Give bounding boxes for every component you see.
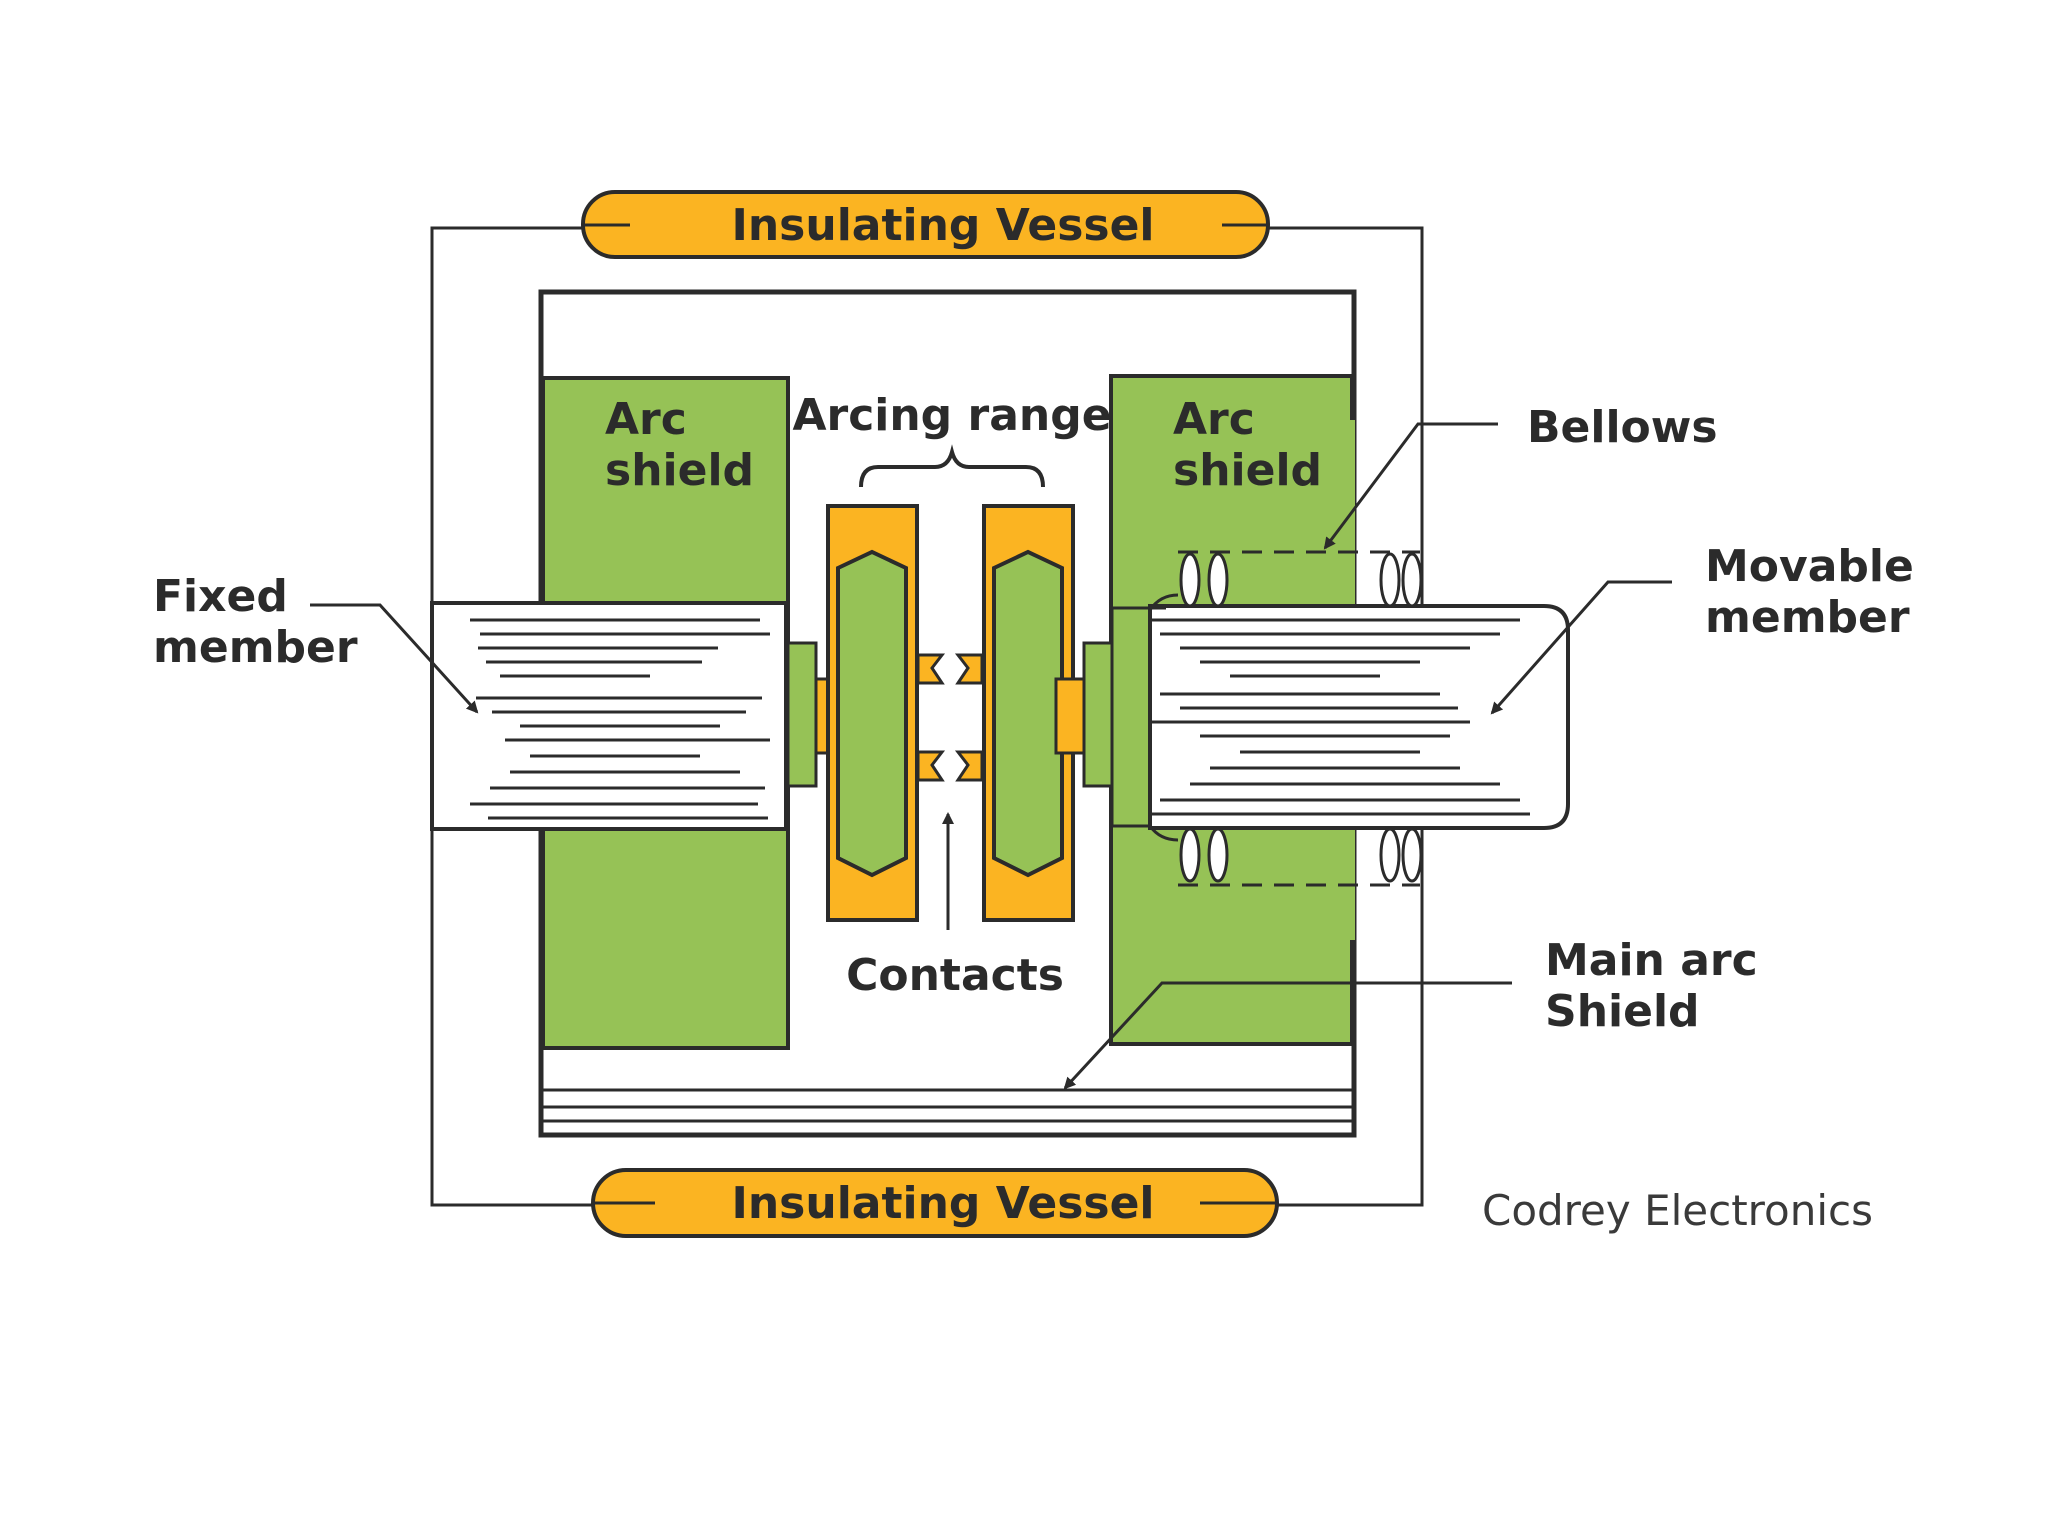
movable-contact-stub xyxy=(1054,677,1086,755)
fixed-member-rod xyxy=(430,601,788,831)
vessel-top-label: Insulating Vessel xyxy=(731,200,1154,251)
arc-shield-right-label-line2: shield xyxy=(1173,445,1322,496)
movable-member-label-line1: Movable xyxy=(1705,541,1914,592)
main-arc-shield-label-line1: Main arc xyxy=(1545,935,1758,986)
arcing-range-label: Arcing range xyxy=(792,390,1111,441)
arc-shield-left-label-line2: shield xyxy=(605,445,754,496)
main-arc-shield-arrow xyxy=(1063,981,1512,1090)
contacts-label: Contacts xyxy=(846,950,1064,1001)
arcing-range-brace xyxy=(859,444,1045,488)
main-arc-shield-label-line2: Shield xyxy=(1545,986,1700,1037)
fixed-member-label-line2: member xyxy=(153,622,358,673)
fixed-member-arrow xyxy=(310,603,479,714)
movable-member-arrow xyxy=(1490,580,1672,715)
contact-tips xyxy=(916,653,984,782)
fixed-contact-body xyxy=(826,504,919,922)
credit-text: Codrey Electronics xyxy=(1482,1186,1873,1235)
movable-member-rod xyxy=(1148,604,1570,830)
vessel-bottom-label: Insulating Vessel xyxy=(731,1178,1154,1229)
insulating-vessel-top xyxy=(581,190,1270,259)
bellows-coils xyxy=(1179,552,1423,883)
fixed-connector xyxy=(786,641,818,788)
arc-shield-left-label-line1: Arc xyxy=(605,394,687,445)
bellows-arrow xyxy=(1323,422,1498,550)
movable-member-hatching xyxy=(1150,618,1530,816)
fixed-member-label-line1: Fixed xyxy=(153,571,288,622)
fixed-member-hatching xyxy=(470,618,770,820)
movable-connector xyxy=(1082,641,1114,788)
movable-member-label-line2: member xyxy=(1705,592,1910,643)
insulating-vessel-bottom xyxy=(591,1168,1279,1238)
movable-flange xyxy=(1110,606,1152,828)
bellows-label: Bellows xyxy=(1527,402,1718,453)
arc-shield-right-label-line1: Arc xyxy=(1173,394,1255,445)
